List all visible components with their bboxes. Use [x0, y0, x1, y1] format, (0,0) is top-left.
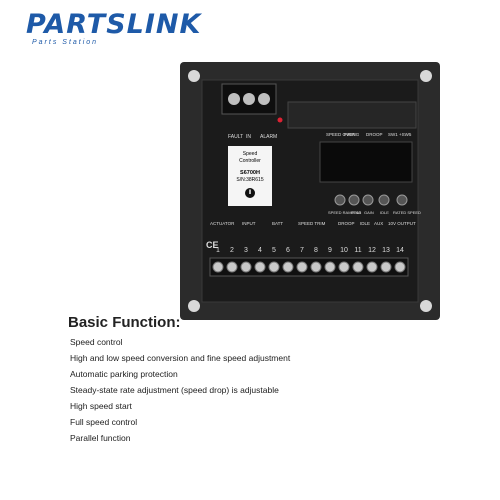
terminal-number: 4	[258, 247, 262, 254]
mounting-hole-icon	[188, 300, 200, 312]
group-label-actuator: ACTUATOR	[210, 221, 235, 226]
terminal-number: 11	[354, 247, 361, 254]
terminal-number: 13	[382, 247, 390, 254]
brand-tagline: Parts Station	[32, 39, 99, 46]
screw-icon	[243, 93, 255, 105]
alarm-led-icon	[277, 117, 283, 123]
dial-label-gain: GAIN	[364, 210, 374, 215]
terminal-screw-icon	[282, 261, 294, 273]
terminal-screw-icon	[212, 261, 224, 273]
bottom-terminal-block	[209, 257, 409, 277]
sticker-title-line2: Controller	[239, 158, 261, 164]
terminal-number: 5	[272, 247, 276, 254]
dial-icon	[348, 194, 360, 206]
ce-mark: CE	[206, 240, 219, 250]
feature-item: Steady-state rate adjustment (speed drop…	[70, 385, 279, 395]
mounting-hole-icon	[188, 70, 200, 82]
fault-label: FAULT	[228, 134, 243, 140]
mounting-hole-icon	[420, 70, 432, 82]
indicator-label-speed-over: SPEED OVER	[326, 132, 356, 137]
dial-icon	[334, 194, 346, 206]
terminal-screw-icon	[268, 261, 280, 273]
terminal-number: 6	[286, 247, 290, 254]
terminal-screw-icon	[366, 261, 378, 273]
indicator-label-switches: SW1 +SW5	[388, 132, 412, 137]
sticker-serial: S/N:38R615	[236, 177, 263, 183]
alarm-label: ALARM	[260, 134, 277, 140]
terminal-screw-icon	[324, 261, 336, 273]
feature-item: Automatic parking protection	[70, 369, 178, 379]
terminal-number: 12	[368, 247, 376, 254]
terminal-screw-icon	[240, 261, 252, 273]
terminal-number: 14	[396, 247, 404, 254]
sticker-title-line1: Speed	[243, 151, 258, 157]
terminal-number: 2	[230, 247, 234, 254]
terminal-number: 9	[328, 247, 332, 254]
label-strip	[287, 101, 417, 129]
group-label-batt: BATT	[272, 221, 283, 226]
dial-label-idle: IDLE	[380, 210, 389, 215]
group-label-aux: AUX	[374, 221, 383, 226]
feature-item: High and low speed conversion and fine s…	[70, 353, 291, 363]
feature-list: Speed control High and low speed convers…	[70, 334, 290, 446]
dial-label-rated-speed: RATED SPEED	[393, 210, 421, 215]
group-label-speed-trim: SPEED TRIM	[298, 221, 326, 226]
sticker-model: S6700H	[240, 170, 260, 176]
terminal-screw-icon	[380, 261, 392, 273]
warning-icon-mark	[249, 189, 251, 194]
terminal-number: 3	[244, 247, 248, 254]
group-label-input: INPUT	[242, 221, 256, 226]
terminal-screw-icon	[254, 261, 266, 273]
feature-item: Full speed control	[70, 417, 138, 427]
terminal-screws	[212, 261, 406, 273]
dial-icon	[362, 194, 374, 206]
dip-switch-window	[319, 141, 413, 183]
group-label-droop: DROOP	[338, 221, 355, 226]
screw-icon	[258, 93, 270, 105]
in-label: IN	[246, 134, 251, 140]
mounting-hole-icon	[420, 300, 432, 312]
dial-label-stab: STAB	[351, 210, 361, 215]
section-heading: Basic Function:	[68, 314, 181, 331]
feature-item: Speed control	[70, 337, 123, 347]
terminal-screw-icon	[296, 261, 308, 273]
group-label-10v-output: 10V OUTPUT	[388, 221, 416, 226]
indicator-label-firing: FIRING	[344, 132, 360, 137]
dial-icon	[378, 194, 390, 206]
feature-item: High speed start	[70, 401, 132, 411]
terminal-number: 1	[216, 247, 220, 254]
terminal-screw-icon	[338, 261, 350, 273]
terminal-screw-icon	[394, 261, 406, 273]
brand-name: PARTSLINK	[26, 9, 202, 40]
terminal-screw-icon	[352, 261, 364, 273]
dial-icon	[396, 194, 408, 206]
terminal-number: 8	[314, 247, 318, 254]
terminal-screw-icon	[226, 261, 238, 273]
speed-controller-image: FAULT IN ALARM Speed Controller S6700H S…	[180, 62, 440, 320]
brand-logo: PARTSLINK Parts Station	[26, 10, 226, 50]
screw-icon	[228, 93, 240, 105]
feature-item: Parallel function	[70, 433, 131, 443]
indicator-label-droop: DROOP	[366, 132, 383, 137]
dial-label-speed-ramping: SPEED RAMPING	[328, 210, 361, 215]
terminal-screw-icon	[310, 261, 322, 273]
terminal-number: 10	[340, 247, 348, 254]
group-label-idle: IDLE	[360, 221, 370, 226]
terminal-number: 7	[300, 247, 304, 254]
